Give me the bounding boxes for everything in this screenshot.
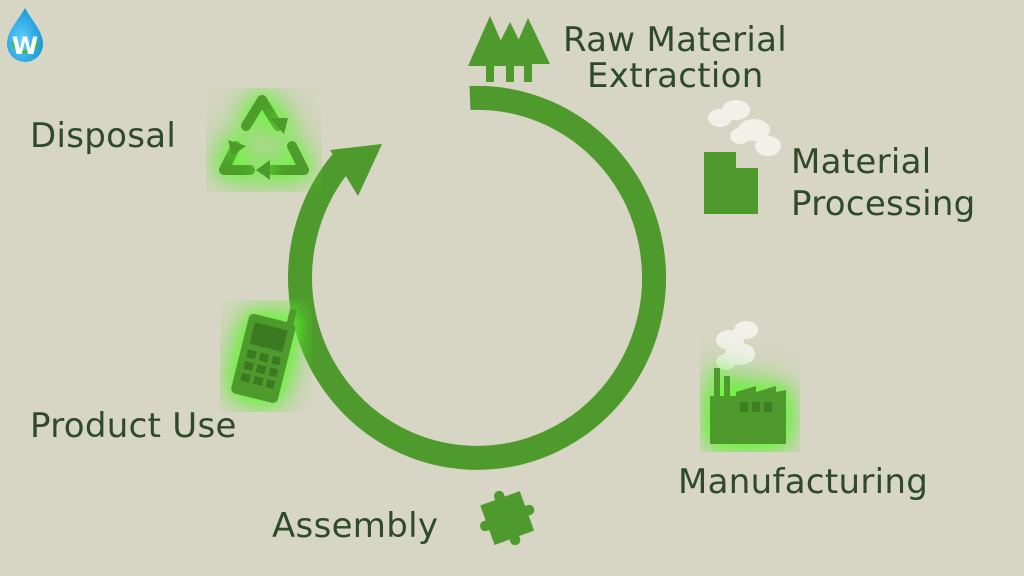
stage-label-disposal: Disposal — [30, 116, 177, 156]
stage-label-manufacturing: Manufacturing — [678, 462, 929, 502]
mobile-phone-icon — [231, 308, 298, 403]
stage-label-raw-material-line1: Raw Material — [563, 20, 788, 60]
recycle-icon — [219, 95, 309, 180]
trees-icon — [468, 16, 550, 82]
water-drop-logo: W — [3, 6, 47, 66]
factory-smoke-icon — [704, 100, 781, 214]
stage-label-assembly: Assembly — [272, 506, 439, 546]
stage-label-product-use: Product Use — [30, 406, 237, 446]
logo-letter: W — [11, 32, 39, 60]
puzzle-piece-icon — [480, 490, 535, 546]
factory-icon — [710, 321, 786, 444]
stage-label-processing-line1: Material — [791, 142, 932, 182]
stage-label-raw-material-line2: Extraction — [587, 56, 764, 96]
stage-label-processing-line2: Processing — [791, 184, 976, 224]
